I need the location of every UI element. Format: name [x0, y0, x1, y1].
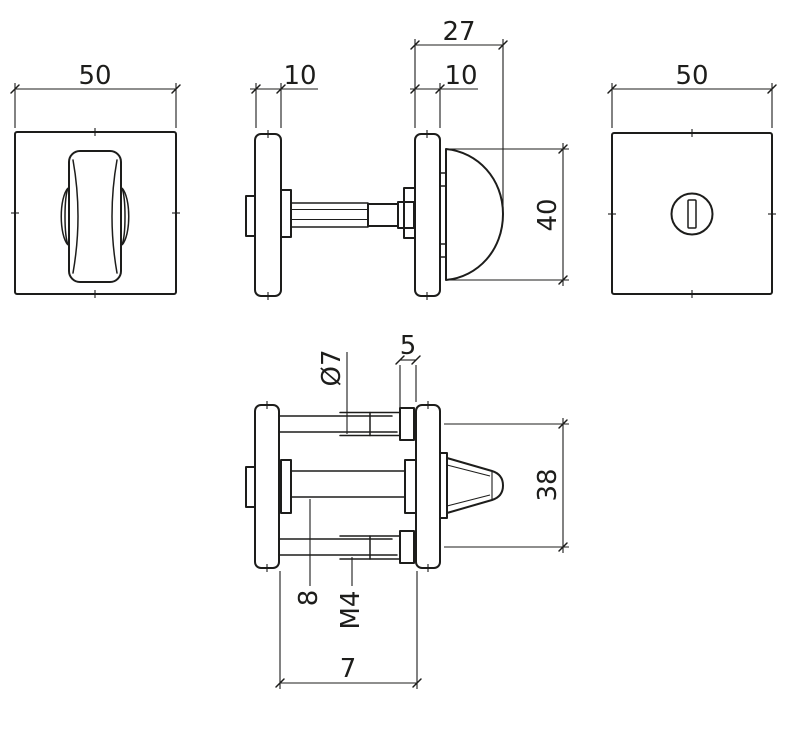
leader-spindle-size: 8 [294, 499, 324, 606]
screw-head-bottom [399, 530, 415, 564]
spindle-hub-right [404, 459, 417, 514]
side-view-top: 10 27 10 40 [245, 17, 569, 300]
cone-inner-line-top [446, 464, 491, 477]
dim-knob-height-label: 40 [533, 198, 563, 231]
side-top-center-marks [267, 130, 428, 300]
rosette-outside-profile-2 [415, 404, 441, 569]
back-view: 50 [607, 61, 777, 298]
rosette-inside-profile [254, 133, 282, 297]
dim-rosette-thickness-label: 10 [283, 61, 316, 91]
knob-contour-left [72, 159, 79, 274]
dim-knob-offset: 10 [410, 61, 478, 128]
thumbturn-knob-profile [445, 148, 504, 281]
spindle-end-tab-2 [245, 466, 256, 508]
knob-contour-right [111, 159, 118, 274]
rosette-inside-profile-2 [254, 404, 280, 569]
dim-rosette-thickness: 10 [250, 61, 318, 128]
spindle-hub-left [280, 459, 292, 514]
spindle-assembly [290, 201, 415, 229]
dim-spindle-size-label: 8 [294, 590, 324, 607]
emergency-release-boss [670, 192, 714, 236]
dim-front-width-label: 50 [78, 61, 111, 91]
dim-head-width-label: 5 [400, 331, 417, 361]
dim-screw-spacing: 38 [444, 418, 569, 553]
cone-outline [446, 457, 504, 514]
dim-base-depth-label: 7 [340, 654, 357, 684]
dim-sleeve-diameter: Ø7 [317, 349, 348, 434]
dim-base-depth: 7 [275, 571, 422, 689]
dim-screw-spacing-label: 38 [533, 468, 563, 501]
spindle-sleeve [367, 203, 399, 227]
knob-grip-wing-left [60, 187, 69, 246]
dim-thread-size-label: M4 [336, 591, 366, 630]
screw-head-top [399, 407, 415, 441]
dim-front-width: 50 [10, 61, 181, 128]
front-view: 50 [10, 61, 181, 298]
thumbturn-knob-front [68, 150, 122, 283]
cone-base-flange [439, 452, 448, 519]
side-view-bottom: Ø7 5 38 8 M4 [245, 331, 569, 689]
dim-knob-projection: 27 [410, 17, 508, 210]
dim-knob-height: 40 [448, 143, 569, 286]
front-center-marks [11, 128, 180, 298]
dim-sleeve-diameter-label: Ø7 [317, 349, 347, 386]
dim-back-width-label: 50 [675, 61, 708, 91]
thumbturn-cone [439, 452, 504, 519]
dim-head-width: 5 [395, 331, 421, 409]
mounting-screw-top [278, 407, 415, 441]
dim-knob-offset-label: 10 [444, 61, 477, 91]
front-rosette-plate [14, 131, 177, 295]
spindle-head [397, 201, 415, 229]
dim-back-width: 50 [607, 61, 777, 128]
side-bottom-center-marks [266, 401, 429, 572]
dim-knob-projection-label: 27 [442, 17, 475, 47]
cone-inner-line-bottom [446, 494, 491, 507]
spindle-section [280, 459, 417, 514]
back-rosette-plate [611, 132, 773, 295]
emergency-release-slot [687, 199, 697, 229]
leader-thread-size: M4 [336, 557, 366, 629]
back-center-marks [608, 129, 776, 298]
spindle-end-tab [245, 195, 256, 237]
mounting-screw-bottom [278, 530, 415, 564]
knob-grip-wing-right [121, 187, 130, 246]
rosette-hub-left [280, 189, 292, 238]
rosette-outside-profile [414, 133, 441, 297]
